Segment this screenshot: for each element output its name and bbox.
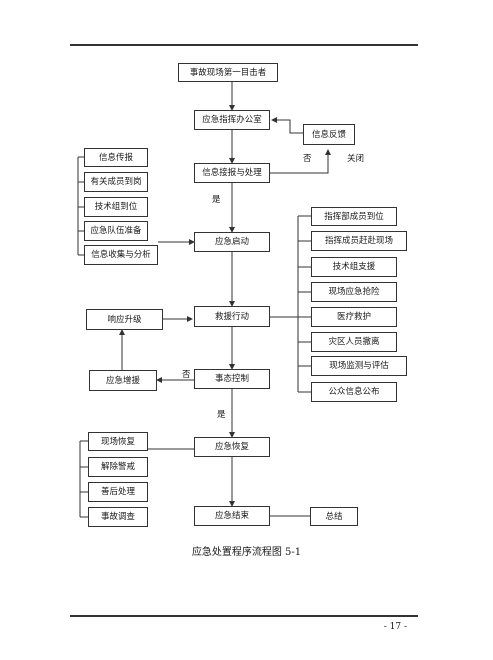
- reinforce-node: 应急增援: [89, 370, 157, 391]
- end-node: 应急结束: [194, 506, 270, 526]
- label-yes-recovery: 是: [217, 410, 226, 420]
- rescue-item-6: 灾区人员撤离: [311, 332, 397, 352]
- rescue-item-2: 指挥成员赶赴现场: [311, 231, 407, 251]
- witness-node: 事故现场第一目击者: [178, 63, 278, 82]
- start-item-5: 信息收集与分析: [84, 245, 158, 265]
- start-item-2: 有关成员到岗: [84, 172, 148, 192]
- bottom-rule: [70, 615, 418, 617]
- recovery-item-3: 善后处理: [88, 482, 148, 502]
- info-receive-node: 信息接报与处理: [194, 163, 270, 183]
- label-close: 关闭: [347, 154, 365, 164]
- rescue-action-node: 救援行动: [194, 306, 270, 327]
- rescue-item-3: 技术组支援: [311, 257, 397, 277]
- start-item-3: 技术组到位: [84, 197, 148, 217]
- recovery-node: 应急恢复: [194, 437, 270, 457]
- rescue-item-7: 现场监测与评估: [311, 356, 407, 376]
- page-number: - 17 -: [383, 622, 407, 632]
- rescue-item-4: 现场应急抢险: [311, 282, 397, 302]
- summary-node: 总结: [310, 507, 358, 526]
- recovery-item-4: 事故调查: [88, 507, 148, 527]
- top-rule: [70, 44, 418, 46]
- info-feedback-node: 信息反馈: [303, 124, 355, 145]
- label-yes-start: 是: [212, 195, 221, 205]
- rescue-item-5: 医疗救护: [311, 307, 397, 327]
- figure-caption: 应急处置程序流程图 5-1: [191, 547, 302, 558]
- rescue-item-8: 公众信息公布: [311, 382, 397, 402]
- recovery-item-2: 解除警戒: [88, 457, 148, 477]
- recovery-item-1: 现场恢复: [88, 432, 148, 451]
- response-start-node: 应急启动: [194, 232, 270, 252]
- command-office-node: 应急指挥办公室: [194, 110, 270, 130]
- rescue-item-1: 指挥部成员到位: [311, 207, 397, 226]
- response-upgrade-node: 响应升级: [86, 309, 163, 330]
- start-item-4: 应急队伍准备: [84, 221, 148, 241]
- situation-control-node: 事态控制: [194, 369, 270, 389]
- start-item-1: 信息传报: [84, 148, 148, 167]
- label-no-feedback: 否: [303, 154, 312, 164]
- label-no-control: 否: [182, 370, 191, 380]
